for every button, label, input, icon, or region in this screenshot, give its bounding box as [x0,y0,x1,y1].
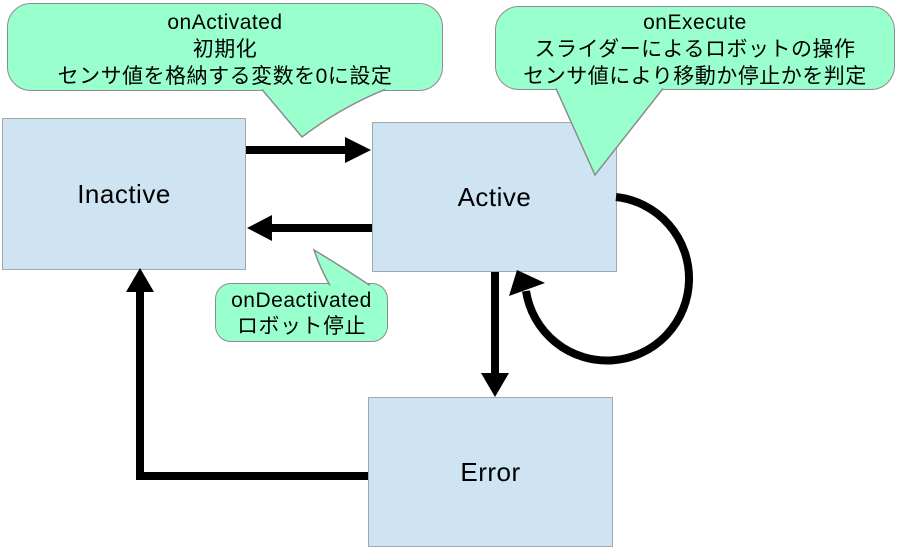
callout-onexecute-line: スライダーによるロボットの操作 [534,38,856,61]
callout-onactivated-line: センサ値を格納する変数を0に設定 [57,65,393,88]
callout-onexecute: onExecute スライダーによるロボットの操作 センサ値により移動か停止かを… [495,6,895,90]
transition-active-to-inactive-arrow [247,215,372,241]
callout-ondeactivated-line: onDeactivated [231,289,372,312]
state-active: Active [372,122,617,272]
callout-onactivated-line: onActivated [167,11,283,34]
callout-onactivated-line: 初期化 [192,38,258,61]
state-inactive: Inactive [2,118,246,270]
state-active-label: Active [457,181,532,212]
transition-inactive-to-active-arrow [246,137,371,163]
transition-active-self-loop-arrow [509,193,694,365]
state-error: Error [368,397,613,547]
state-inactive-label: Inactive [77,178,171,209]
transition-active-to-error-arrow [481,272,509,397]
transition-error-to-inactive-arrow [126,268,368,480]
callout-ondeactivated-line: ロボット停止 [237,315,366,338]
callout-ondeactivated: onDeactivated ロボット停止 [215,283,388,342]
state-error-label: Error [460,456,521,487]
callout-onexecute-line: センサ値により移動か停止かを判定 [523,65,867,88]
callout-onexecute-line: onExecute [643,11,747,34]
callout-onactivated: onActivated 初期化 センサ値を格納する変数を0に設定 [7,3,443,91]
